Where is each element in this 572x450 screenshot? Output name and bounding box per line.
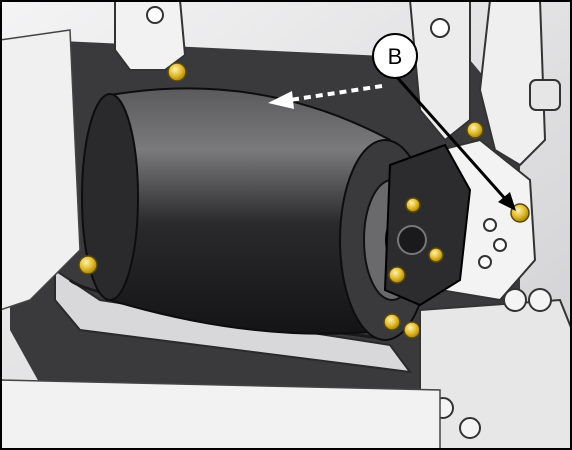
bolts: [78, 62, 530, 339]
right-arm: [478, 0, 547, 167]
bolt: [167, 62, 187, 82]
shaft-hub: [397, 225, 427, 255]
left-bracket: [114, 0, 187, 71]
bolt: [403, 321, 421, 339]
callout-arrow-head: [498, 192, 516, 211]
right-upper-bracket: [408, 0, 471, 142]
bracket-hole: [146, 6, 164, 24]
plate-hole: [483, 218, 497, 232]
nut: [459, 417, 481, 439]
callout-leader-arrow: [393, 74, 510, 203]
bolt: [428, 247, 444, 263]
plate-hole: [478, 255, 492, 269]
bolt: [405, 197, 421, 213]
callout-circle: [372, 33, 418, 79]
nut: [529, 79, 561, 111]
bolt: [383, 313, 401, 331]
roller-left-end: [81, 93, 139, 301]
bolt: [78, 255, 98, 275]
bolt: [388, 266, 406, 284]
bottom-frame-bar: [0, 379, 441, 450]
dashed-direction-arrow: [289, 84, 383, 102]
plate-hole: [493, 238, 507, 252]
callout-label: B: [388, 44, 403, 69]
nut: [503, 288, 527, 312]
bolt: [510, 203, 530, 223]
lower-right-plate: [419, 298, 572, 450]
bolt: [466, 121, 484, 139]
left-side-plate: [0, 29, 81, 311]
mounting-flange: [383, 143, 472, 307]
dashed-arrow-head: [268, 91, 294, 109]
bracket-hole: [430, 18, 450, 38]
nut: [528, 288, 552, 312]
